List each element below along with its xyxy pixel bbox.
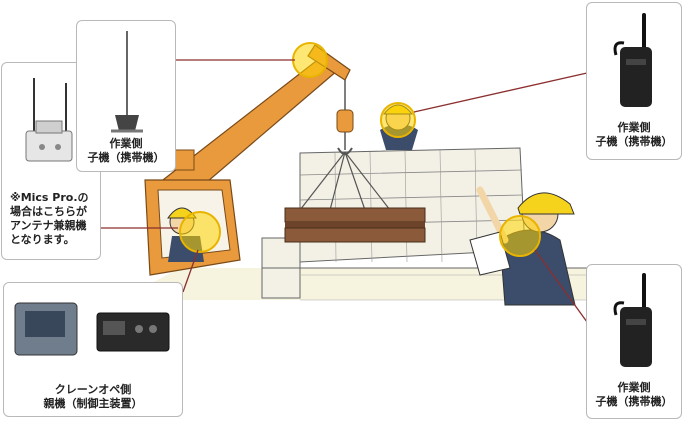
control-unit-icon [14, 302, 170, 356]
note-line-1: ※Mics Pro.の [10, 191, 89, 204]
bottom-right-line-1: 作業側 [617, 381, 651, 394]
worker-antenna-card: 作業側 子機（携帯機） [76, 20, 176, 172]
handheld-radio-icon [613, 13, 652, 107]
bottom-right-handheld-card: 作業側 子機（携帯機） [586, 264, 682, 419]
base-unit-antenna-icon [25, 78, 73, 162]
top-right-handheld-card: 作業側 子機（携帯機） [586, 2, 682, 160]
worker-pointing [469, 186, 576, 306]
highlight-markers [179, 42, 541, 257]
worker-antenna-line-1: 作業側 [109, 137, 143, 150]
crane-operator-line-2: 親機（制御主装置） [43, 397, 143, 410]
callout-lines [100, 59, 588, 323]
note-line-3: アンテナ兼親機 [10, 219, 87, 232]
note-line-4: となります。 [10, 233, 75, 246]
worker-antenna-line-2: 子機（携帯機） [87, 151, 165, 164]
whip-antenna-icon [111, 31, 143, 133]
note-line-2: 場合はこちらが [10, 205, 87, 218]
steel-beam [284, 207, 426, 243]
crane-operator-line-1: クレーンオペ側 [54, 383, 132, 396]
top-right-line-1: 作業側 [617, 121, 651, 134]
bottom-right-line-2: 子機（携帯機） [595, 395, 673, 408]
ground-area [120, 268, 600, 300]
top-right-line-2: 子機（携帯機） [595, 135, 673, 148]
handheld-radio-icon [613, 273, 652, 367]
crane-operator-card: クレーンオペ側 親機（制御主装置） [3, 282, 183, 417]
